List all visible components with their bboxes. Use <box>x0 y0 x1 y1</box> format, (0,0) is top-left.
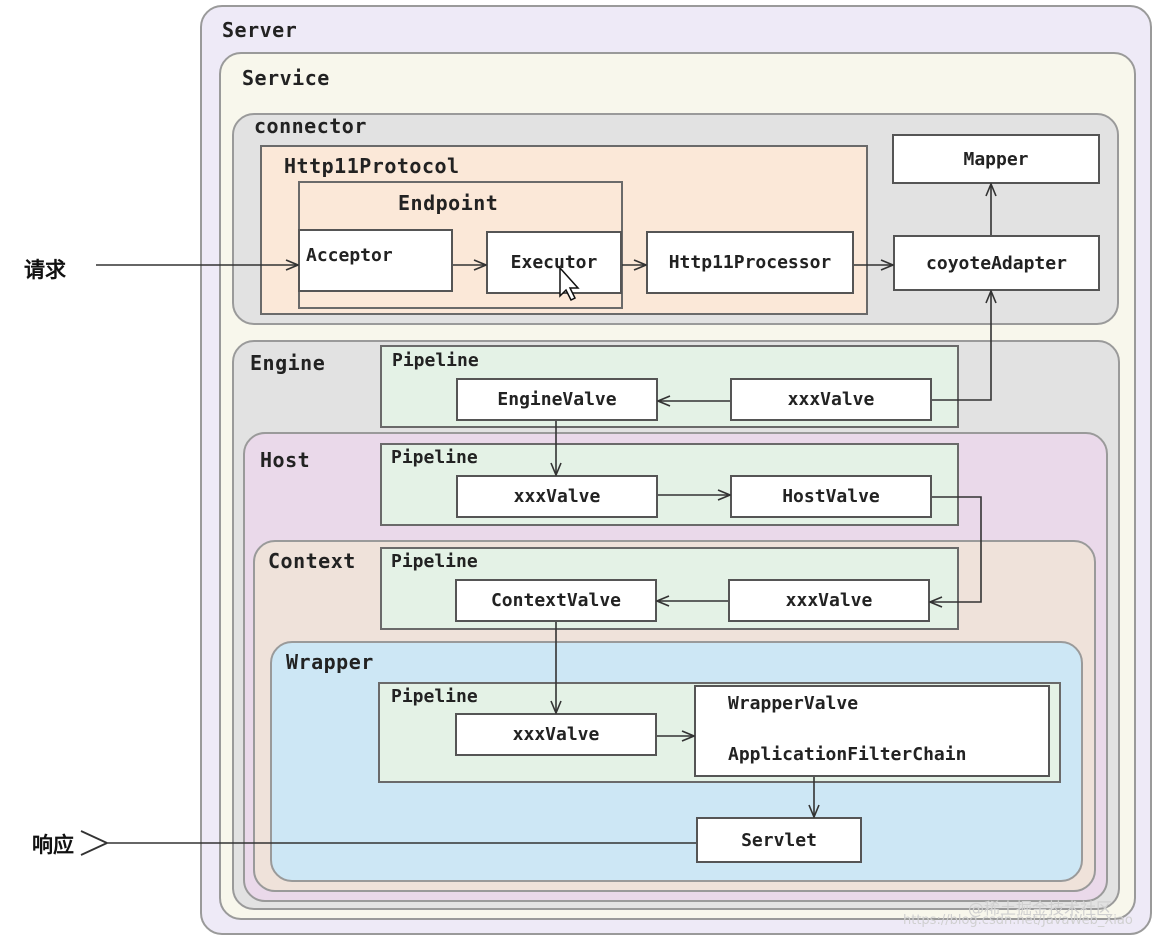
host-xxx-valve-node: xxxValve <box>456 475 658 518</box>
wrapper-pipeline-label: Pipeline <box>391 686 478 707</box>
host-pipeline-label: Pipeline <box>391 447 478 468</box>
server-title: Server <box>222 18 298 42</box>
engine-pipeline-label: Pipeline <box>392 350 479 371</box>
context-xxx-valve-node: xxxValve <box>728 579 930 622</box>
connector-title: connector <box>254 114 367 138</box>
http11processor-node: Http11Processor <box>646 231 854 294</box>
request-label: 请求 <box>24 258 66 282</box>
acceptor-node: Acceptor <box>298 229 453 292</box>
arrow-engine-xxx-to-adapter <box>932 291 991 401</box>
wrapper-xxx-valve-node: xxxValve <box>455 713 657 756</box>
watermark-line1: @稀土掘金技术社区 <box>968 899 1113 918</box>
wrapper-valve-label: WrapperValve <box>728 693 859 714</box>
wrapper-valve-node: WrapperValve ApplicationFilterChain <box>694 685 1050 777</box>
endpoint-title: Endpoint <box>398 191 499 215</box>
engine-xxx-valve-node: xxxValve <box>730 378 932 421</box>
application-filter-chain-label: ApplicationFilterChain <box>728 744 967 765</box>
http11protocol-title: Http11Protocol <box>284 154 460 178</box>
host-valve-node: HostValve <box>730 475 932 518</box>
service-title: Service <box>242 66 330 90</box>
context-pipeline-label: Pipeline <box>391 551 478 572</box>
arrow-host-valve-to-context-xxx <box>930 496 982 602</box>
mapper-node: Mapper <box>892 134 1100 184</box>
executor-node: Executor <box>486 231 622 294</box>
engine-title: Engine <box>250 351 326 375</box>
context-valve-node: ContextValve <box>455 579 657 622</box>
mouse-cursor-icon <box>559 266 580 302</box>
watermark-line2: https://blog.csdn.net/JavaWeb_Xiao <box>903 913 1133 928</box>
wrapper-title: Wrapper <box>286 650 374 674</box>
host-title: Host <box>260 448 311 472</box>
context-title: Context <box>268 549 356 573</box>
servlet-node: Servlet <box>696 817 862 863</box>
response-label: 响应 <box>32 833 74 857</box>
